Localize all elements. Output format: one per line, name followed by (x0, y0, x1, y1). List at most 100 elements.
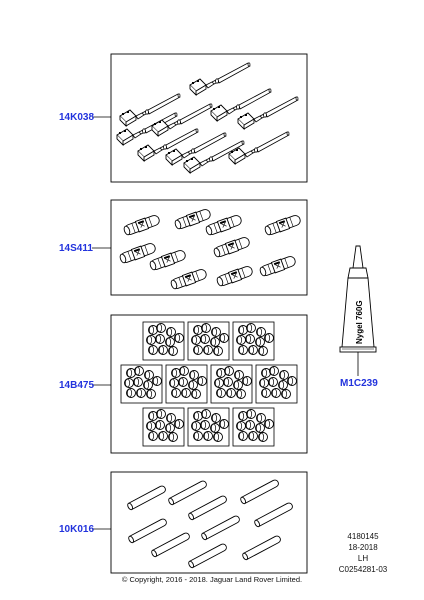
seal-icon (245, 420, 255, 430)
seal-icon (203, 431, 213, 441)
seal-icon (165, 337, 175, 347)
seal-icon (165, 423, 175, 433)
seal-icon (203, 345, 213, 355)
seal-icon (264, 333, 274, 343)
seal-icon (201, 409, 211, 419)
seal-icon (224, 366, 234, 376)
seal-icon (255, 423, 265, 433)
seal-icon (248, 431, 258, 441)
seal-icon (148, 411, 158, 421)
seal-icon (287, 376, 297, 386)
seal-icon (223, 377, 233, 387)
seal-icon (238, 325, 248, 335)
seal-icon (269, 366, 279, 376)
seal-icon (256, 413, 266, 423)
seal-icon (281, 389, 291, 399)
part-link-14K038[interactable]: 14K038 (59, 112, 95, 123)
seal-icon (201, 323, 211, 333)
seal-packs-group (120, 321, 298, 447)
seal-icon (155, 334, 165, 344)
seal-icon (210, 337, 220, 347)
seal-icon (143, 380, 153, 390)
seal-icon (136, 388, 146, 398)
seal-icon (152, 376, 162, 386)
seal-icon (236, 421, 246, 431)
box-10K016 (110, 471, 308, 574)
seal-icon (166, 327, 176, 337)
seal-icon (234, 370, 244, 380)
seal-icon (166, 413, 176, 423)
seal-icon (238, 411, 248, 421)
part-link-10K016[interactable]: 10K016 (59, 524, 95, 535)
seal-icon (191, 389, 201, 399)
seal-icon (261, 388, 271, 398)
seal-icon (219, 419, 229, 429)
seal-icon (233, 380, 243, 390)
seal-icon (256, 327, 266, 337)
splices-group (118, 207, 303, 291)
grease-tube-icon: Nygel 760G (339, 245, 377, 353)
seal-icon (189, 370, 199, 380)
seal-icon (181, 388, 191, 398)
seal-icon (146, 335, 156, 345)
seal-icon (148, 325, 158, 335)
seal-icon (168, 432, 178, 442)
seal-icon (211, 413, 221, 423)
ref-line-4: C0254281-03 (338, 565, 388, 574)
seal-icon (193, 431, 203, 441)
seal-icon (126, 368, 136, 378)
seal-icon (255, 337, 265, 347)
seal-icon (126, 388, 136, 398)
seal-icon (211, 327, 221, 337)
part-link-M1C239[interactable]: M1C239 (340, 378, 378, 389)
seal-icon (148, 431, 158, 441)
seal-icon (146, 421, 156, 431)
box-14B475 (110, 314, 308, 454)
seal-icon (200, 334, 210, 344)
part-link-14S411[interactable]: 14S411 (59, 243, 93, 254)
seal-icon (191, 421, 201, 431)
seal-icon (248, 345, 258, 355)
seal-icon (171, 388, 181, 398)
ref-line-2: 18-2018 (348, 543, 378, 552)
box-14K038 (110, 53, 308, 183)
seal-icon (134, 366, 144, 376)
seal-icon (214, 378, 224, 388)
seal-icon (236, 335, 246, 345)
seal-icon (174, 419, 184, 429)
seal-icon (171, 368, 181, 378)
seal-icon (246, 409, 256, 419)
seal-icon (258, 432, 268, 442)
tubes-group (126, 478, 295, 569)
seal-icon (148, 345, 158, 355)
copyright-text: © Copyright, 2016 - 2018. Jaguar Land Ro… (121, 575, 303, 584)
seal-icon (279, 370, 289, 380)
seal-icon (155, 420, 165, 430)
part-link-14B475[interactable]: 14B475 (59, 380, 95, 391)
seal-icon (193, 325, 203, 335)
seal-icon (238, 345, 248, 355)
seal-icon (278, 380, 288, 390)
seal-icon (226, 388, 236, 398)
ref-line-3: LH (357, 554, 369, 563)
seal-icon (236, 389, 246, 399)
terminals-group (116, 62, 299, 174)
seal-icon (238, 431, 248, 441)
seal-icon (169, 378, 179, 388)
seal-icon (133, 377, 143, 387)
seal-icon (144, 370, 154, 380)
seal-icon (213, 346, 223, 356)
seal-icon (246, 323, 256, 333)
seal-icon (216, 368, 226, 378)
ref-line-1: 4180145 (347, 532, 379, 541)
seal-icon (174, 333, 184, 343)
tube-label: Nygel 760G (355, 300, 364, 344)
seal-icon (245, 334, 255, 344)
seal-icon (242, 376, 252, 386)
seal-icon (258, 346, 268, 356)
seal-icon (158, 431, 168, 441)
seal-icon (261, 368, 271, 378)
seal-icon (179, 366, 189, 376)
seal-icon (193, 345, 203, 355)
seal-icon (178, 377, 188, 387)
